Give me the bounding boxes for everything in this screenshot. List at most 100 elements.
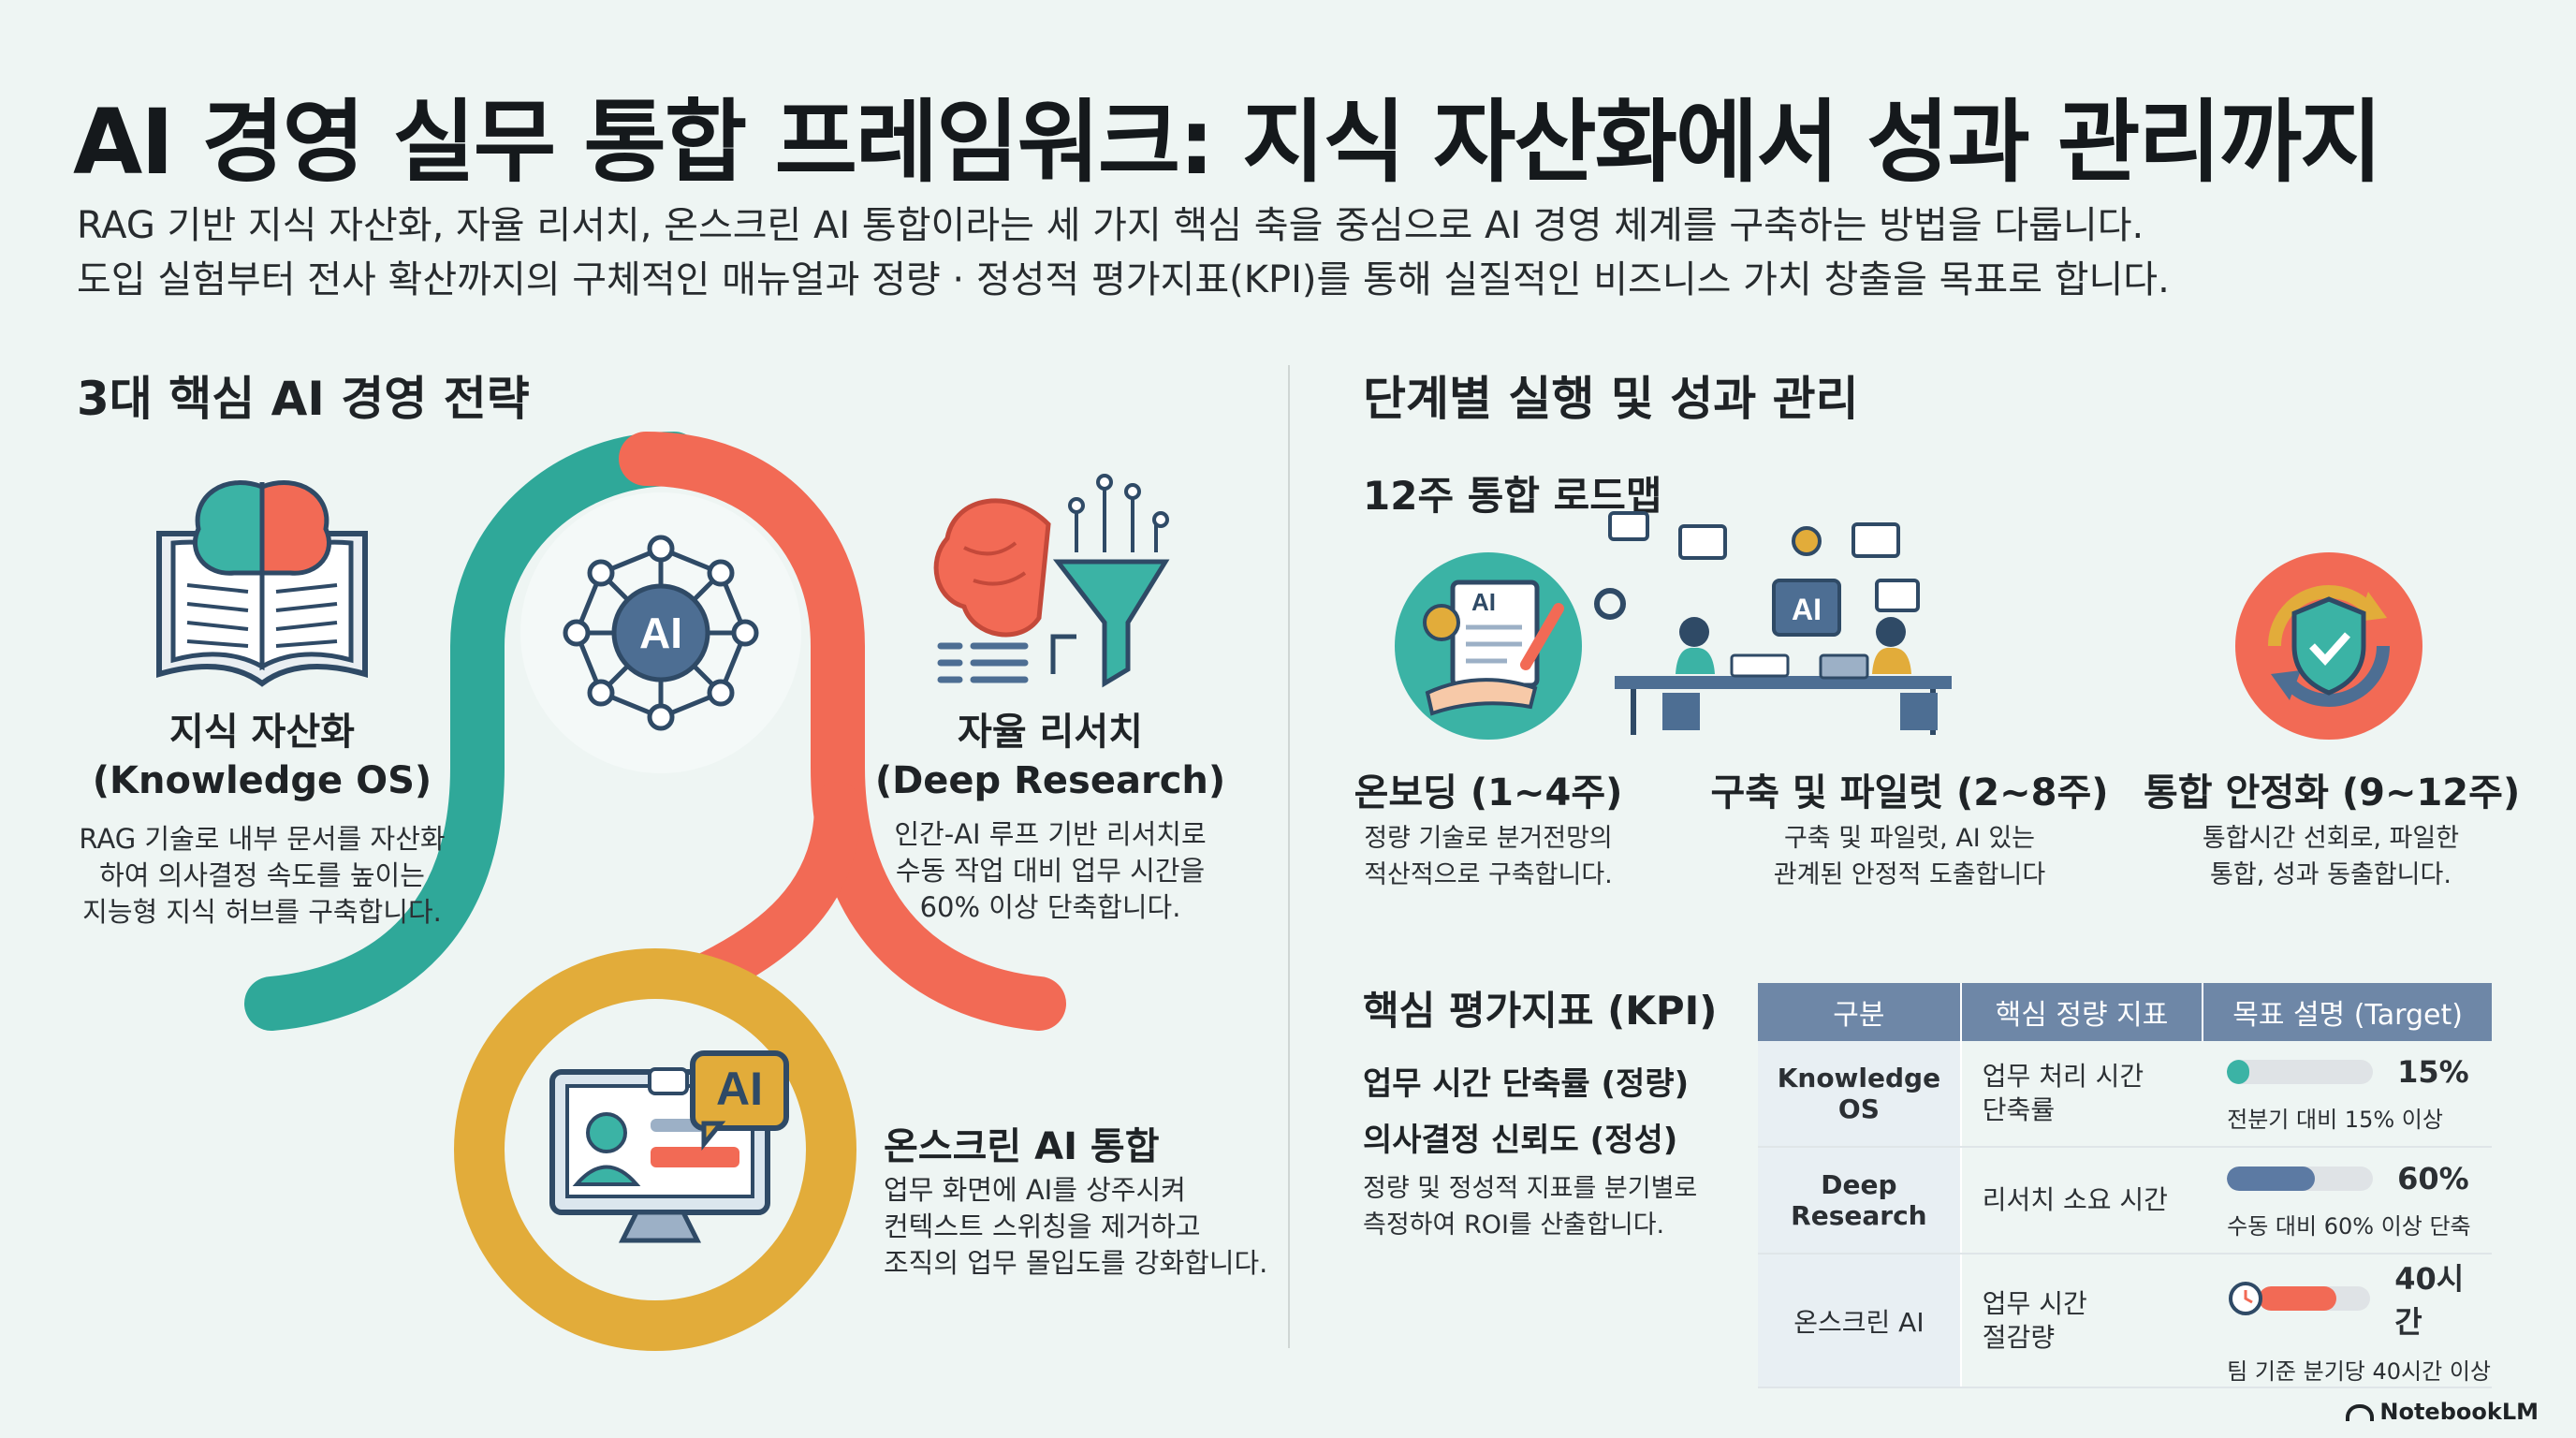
coral-connector — [688, 782, 861, 997]
stage-onboarding-desc: 정량 기술로 분거전망의 적산적으로 구축합니다. — [1320, 820, 1657, 893]
stage-pilot-desc: 구축 및 파일럿, AI 있는 관계된 안정적 도출합니다 — [1722, 820, 2097, 893]
clock-icon — [2229, 1282, 2263, 1315]
progress-track — [2227, 1059, 2374, 1084]
subtitle-line-1: RAG 기반 지식 자산화, 자율 리서치, 온스크린 AI 통합이라는 세 가… — [77, 204, 2144, 247]
stage-stabilization-title: 통합 안정화 (9~12주) — [2144, 771, 2521, 814]
strategy-knowledge-title: 지식 자산화 (Knowledge OS) — [75, 708, 449, 805]
progress-fill — [2227, 1059, 2249, 1084]
row-metric: 리서치 소요 시간 — [1960, 1147, 2203, 1255]
hub-label: AI — [639, 609, 682, 657]
gold-ring — [454, 948, 856, 1351]
desc-line: 하여 의사결정 속도를 높이는 — [99, 859, 425, 891]
strategy-knowledge-desc: RAG 기술로 내부 문서를 자산화 하여 의사결정 속도를 높이는 지능형 지… — [56, 821, 468, 931]
metric-line: 절감량 — [1982, 1321, 2056, 1353]
desc-line: 지능형 지식 허브를 구축합니다. — [82, 896, 442, 928]
monitor-chat-icon: AI — [549, 1050, 789, 1243]
target-value: 60% — [2397, 1160, 2469, 1196]
ai-network-icon: AI — [563, 535, 759, 731]
target-note: 수동 대비 60% 이상 단축 — [2227, 1212, 2471, 1240]
desc-line: 인간-AI 루프 기반 리서치로 — [894, 818, 1207, 850]
target-note: 팀 기준 분기당 40시간 이상 — [2227, 1358, 2491, 1385]
desc-line: 적산적으로 구축합니다. — [1364, 860, 1613, 889]
metric-line: 리서치 소요 시간 — [1982, 1184, 2168, 1215]
metric-line: 단축률 — [1982, 1094, 2056, 1125]
desc-line: 구축 및 파일럿, AI 있는 — [1783, 824, 2036, 853]
strategy-onscreen-title: 온스크린 AI 통합 — [884, 1125, 1160, 1168]
progress-fill — [2258, 1286, 2337, 1311]
desc-line: 수동 작업 대비 업무 시간을 — [895, 855, 1206, 887]
row-category: Knowledge OS — [1758, 1041, 1962, 1148]
stage-stabilization-desc: 통합시간 선회로, 파일한 통합, 성과 동출합니다. — [2144, 820, 2518, 893]
strategy-knowledge-title-ko: 지식 자산화 — [169, 711, 355, 754]
row-metric: 업무 시간 절감량 — [1960, 1254, 2203, 1388]
table-row: Knowledge OS 업무 처리 시간 단축률 15% 전분기 대비 15%… — [1758, 1041, 2492, 1148]
subtitle-line-2: 도입 실험부터 전사 확산까지의 구체적인 매뉴얼과 정량 · 정성적 평가지표… — [77, 258, 2170, 301]
strategy-research-desc: 인간-AI 루프 기반 리서치로 수동 작업 대비 업무 시간을 60% 이상 … — [854, 816, 1247, 926]
section-divider — [1288, 365, 1290, 1348]
onboarding-document-icon: AI — [1395, 552, 1582, 740]
roadmap-icons: AI AI — [1395, 511, 2422, 740]
strategy-flow-diagram: AI — [156, 432, 1170, 1351]
desc-line: 통합시간 선회로, 파일한 — [2202, 824, 2460, 853]
desc-line: 업무 화면에 AI를 상주시켜 — [884, 1174, 1186, 1206]
screen-label: AI — [1792, 593, 1822, 626]
kpi-desc: 정량 및 정성적 지표를 분기별로 측정하여 ROI를 산출합니다. — [1363, 1170, 1737, 1243]
desc-line: 정량 및 정성적 지표를 분기별로 — [1363, 1174, 1698, 1203]
execution-heading: 단계별 실행 및 성과 관리 — [1363, 372, 1859, 426]
kpi-item: 의사결정 신뢰도 (정성) — [1363, 1122, 1678, 1159]
page-title: AI 경영 실무 통합 프레임워크: 지식 자산화에서 성과 관리까지 — [73, 90, 2382, 195]
row-target: 60% 수동 대비 60% 이상 단축 — [2203, 1147, 2492, 1255]
row-target: 40시간 팀 기준 분기당 40시간 이상 — [2203, 1254, 2492, 1388]
brain-book-icon — [156, 480, 368, 687]
progress-fill — [2227, 1166, 2315, 1191]
notebooklm-logo-icon — [2346, 1404, 2375, 1421]
row-category: Deep Research — [1758, 1147, 1962, 1255]
desc-line: 측정하여 ROI를 산출합니다. — [1363, 1211, 1665, 1240]
desc-line: 관계된 안정적 도출합니다 — [1773, 860, 2046, 889]
desc-line: 통합, 성과 동출합니다. — [2210, 860, 2452, 889]
desc-line: 컨텍스트 스위칭을 제거하고 — [884, 1211, 1201, 1242]
strategy-research-title-en: (Deep Research) — [874, 759, 1226, 802]
brand-label: NotebookLM — [2346, 1399, 2539, 1425]
progress-track — [2258, 1286, 2371, 1311]
chat-badge-label: AI — [716, 1063, 763, 1115]
target-value: 15% — [2397, 1053, 2469, 1090]
strategy-knowledge-title-en: (Knowledge OS) — [92, 759, 432, 802]
progress-track — [2227, 1166, 2374, 1191]
strategy-research-title: 자율 리서치 (Deep Research) — [863, 708, 1237, 805]
desc-line: RAG 기술로 내부 문서를 자산화 — [79, 823, 446, 855]
shield-cycle-icon — [2235, 552, 2422, 740]
row-category: 온스크린 AI — [1758, 1254, 1962, 1388]
metric-line: 업무 처리 시간 — [1982, 1061, 2144, 1092]
kpi-item: 업무 시간 단축률 (정량) — [1363, 1065, 1690, 1103]
desc-line: 조직의 업무 몰입도를 강화합니다. — [884, 1247, 1268, 1279]
kpi-items: 업무 시간 단축률 (정량) 의사결정 신뢰도 (정성) — [1363, 1056, 1689, 1168]
strategy-heading: 3대 핵심 AI 경영 전략 — [77, 372, 530, 426]
desc-line: 정량 기술로 분거전망의 — [1364, 824, 1613, 853]
col-header-target: 목표 설명 (Target) — [2203, 983, 2492, 1041]
desc-line: 60% 이상 단축합니다. — [919, 891, 1181, 923]
team-workshop-icon: AI — [1594, 511, 1952, 735]
roadmap-heading: 12주 통합 로드맵 — [1363, 473, 1662, 519]
kpi-table: 구분 핵심 정량 지표 목표 설명 (Target) Knowledge OS … — [1758, 983, 2492, 1388]
brand-text: NotebookLM — [2379, 1399, 2539, 1425]
kpi-heading: 핵심 평가지표 (KPI) — [1363, 988, 1718, 1034]
row-target: 15% 전분기 대비 15% 이상 — [2203, 1041, 2492, 1148]
table-row: 온스크린 AI 업무 시간 절감량 40시간 팀 기준 분기당 40시간 이상 — [1758, 1254, 2492, 1388]
coral-flow-ribbon — [619, 432, 1066, 1031]
brain-funnel-icon — [933, 474, 1170, 688]
col-header-category: 구분 — [1758, 983, 1962, 1041]
doc-label: AI — [1471, 588, 1496, 616]
strategy-research-title-ko: 자율 리서치 — [958, 711, 1143, 754]
table-row: Deep Research 리서치 소요 시간 60% 수동 대비 60% 이상… — [1758, 1147, 2492, 1255]
table-header-row: 구분 핵심 정량 지표 목표 설명 (Target) — [1758, 983, 2492, 1041]
stage-pilot-title: 구축 및 파일럿 (2~8주) — [1710, 771, 2109, 814]
target-value: 40시간 — [2394, 1261, 2465, 1340]
stage-onboarding-title: 온보딩 (1~4주) — [1354, 771, 1623, 814]
teal-flow-ribbon — [244, 432, 701, 1031]
strategy-onscreen-desc: 업무 화면에 AI를 상주시켜 컨텍스트 스위칭을 제거하고 조직의 업무 몰입… — [884, 1172, 1277, 1282]
metric-line: 업무 시간 — [1982, 1287, 2087, 1319]
col-header-metric: 핵심 정량 지표 — [1960, 983, 2204, 1041]
target-note: 전분기 대비 15% 이상 — [2227, 1106, 2443, 1133]
row-metric: 업무 처리 시간 단축률 — [1960, 1041, 2203, 1148]
